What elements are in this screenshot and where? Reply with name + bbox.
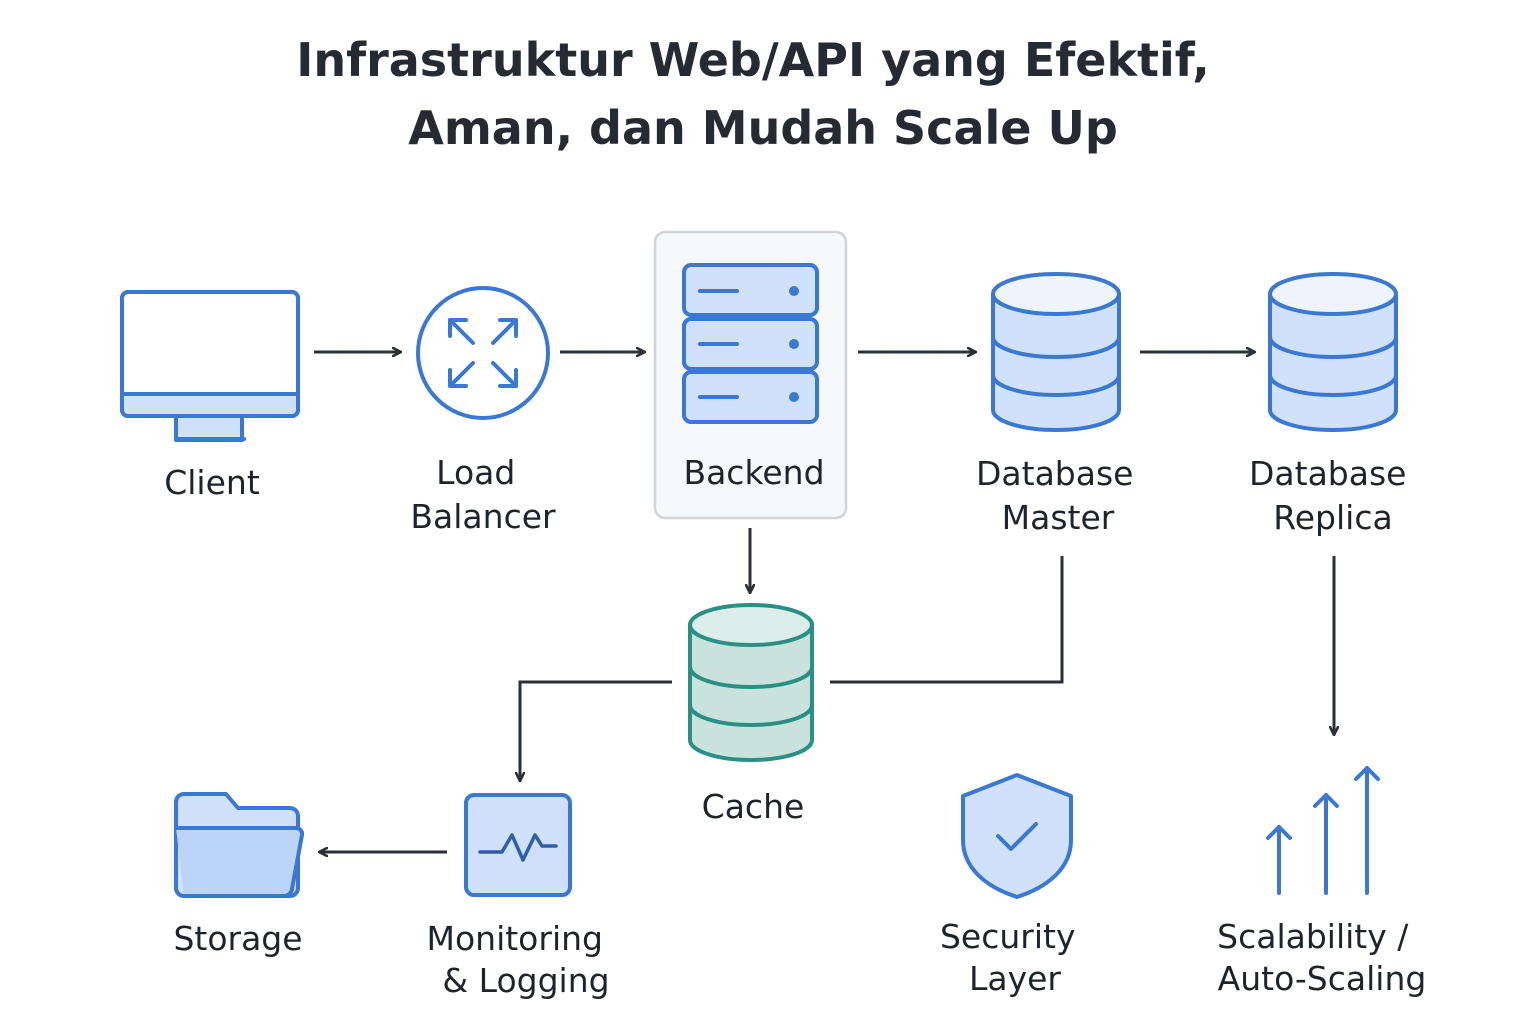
node-cache[interactable]: Cache xyxy=(688,603,814,826)
scalability-label: Scalability / Auto-Scaling xyxy=(1217,917,1426,998)
database-replica-label: Database Replica xyxy=(1249,454,1417,537)
load-balancer-label: Load Balancer xyxy=(410,453,556,536)
activity-monitor-icon xyxy=(464,793,572,897)
database-master-label: Database Master xyxy=(976,454,1144,537)
server-stack-icon xyxy=(682,263,819,424)
node-database-master[interactable]: Database Master xyxy=(976,272,1144,537)
backend-label: Backend xyxy=(683,453,824,492)
edge-cache-to-monitoring xyxy=(520,680,672,780)
node-client[interactable]: Client xyxy=(120,290,300,502)
database-icon xyxy=(688,603,814,762)
node-load-balancer[interactable]: Load Balancer xyxy=(410,286,556,536)
connectors xyxy=(314,352,1334,852)
node-database-replica[interactable]: Database Replica xyxy=(1249,272,1417,537)
node-security-layer[interactable]: Security Layer xyxy=(940,773,1086,998)
security-layer-label: Security Layer xyxy=(940,917,1086,998)
node-storage[interactable]: Storage xyxy=(173,792,305,958)
shield-check-icon xyxy=(961,773,1073,899)
node-scalability[interactable]: Scalability / Auto-Scaling xyxy=(1217,766,1426,998)
node-monitoring-logging[interactable]: Monitoring & Logging xyxy=(427,793,614,1000)
monitor-icon xyxy=(120,290,300,442)
diagram-title-line-1: Infrastruktur Web/API yang Efektif, xyxy=(296,33,1210,87)
storage-label: Storage xyxy=(173,919,302,958)
cache-label: Cache xyxy=(702,787,805,826)
diagram-title-line-2: Aman, dan Mudah Scale Up xyxy=(408,101,1118,155)
client-label: Client xyxy=(164,463,260,502)
folder-icon xyxy=(174,792,305,899)
arrows-up-icon xyxy=(1266,766,1380,895)
database-icon xyxy=(991,272,1121,432)
edge-database-master-to-cache xyxy=(830,556,1064,684)
node-backend[interactable]: Backend xyxy=(653,230,848,520)
database-icon xyxy=(1268,272,1398,432)
load-balancer-icon xyxy=(416,286,550,420)
monitoring-label: Monitoring & Logging xyxy=(427,919,614,1000)
